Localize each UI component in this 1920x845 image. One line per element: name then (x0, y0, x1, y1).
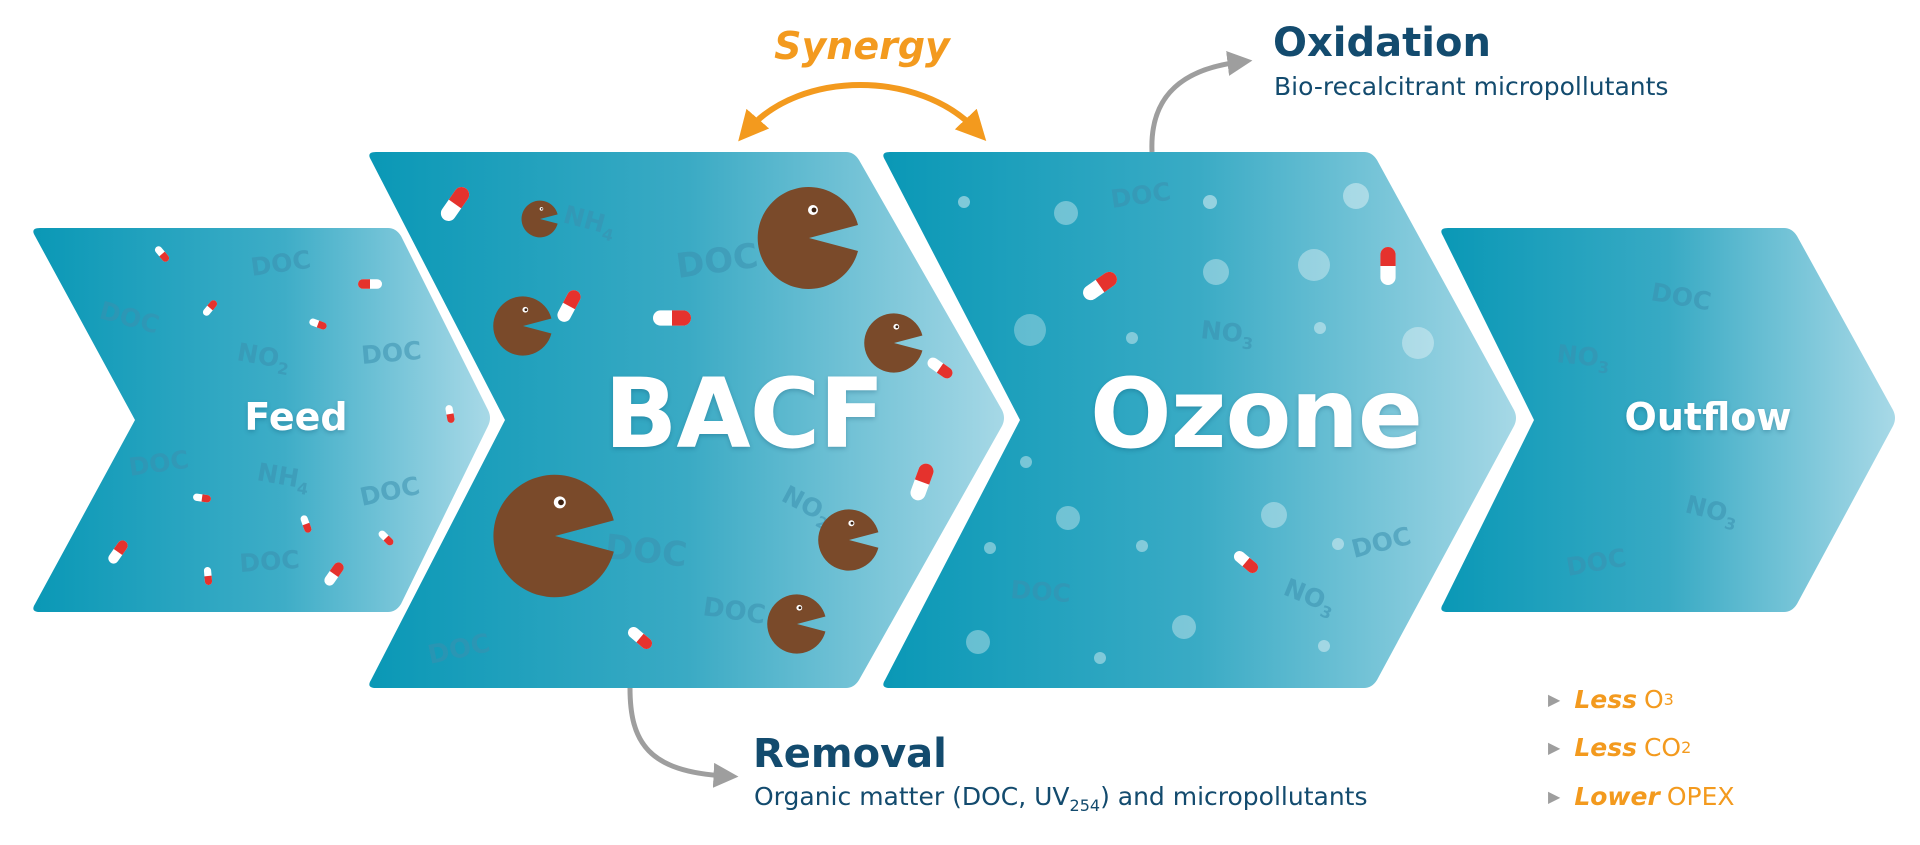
stage-label-ozone: Ozone (1090, 358, 1423, 470)
bubble-icon (1318, 640, 1330, 652)
stage-label-feed: Feed (244, 395, 348, 439)
stage-label-bacf: BACF (604, 358, 884, 470)
synergy-label: Synergy (774, 24, 950, 68)
outflow-arrow (1441, 228, 1895, 612)
doc-label: DOC (238, 545, 300, 578)
bubble-icon (1332, 538, 1344, 550)
bubble-icon (984, 542, 996, 554)
bubble-icon (1136, 540, 1148, 552)
bubble-icon (1054, 201, 1078, 225)
bacf-chem-labels: DOC DOC DOC DOC NH4 NO2 (425, 200, 831, 671)
bubble-icon (966, 630, 990, 654)
ozone-arrow (883, 152, 1516, 688)
bubble-icon (1402, 327, 1434, 359)
bullet-triangle-icon: ▶ (1548, 787, 1561, 806)
bubble-icon (1203, 195, 1217, 209)
stage-label-outflow: Outflow (1624, 395, 1792, 439)
bubble-icon (1298, 249, 1330, 281)
bubble-icon (1203, 259, 1229, 285)
nh4-label: NH4 (254, 457, 312, 499)
doc-label: DOC (603, 527, 689, 575)
removal-connector-arrow (627, 687, 739, 788)
bubble-icon (1314, 322, 1326, 334)
oxidation-connector-arrow (1149, 51, 1253, 153)
oxidation-title: Oxidation (1273, 20, 1491, 66)
no3-label: NO3 (1199, 315, 1255, 353)
synergy-double-arrow (738, 82, 987, 142)
bubble-icon (1126, 332, 1138, 344)
bubble-icon (958, 196, 970, 208)
pill-icon (1380, 247, 1396, 285)
ozone-bubbles (958, 183, 1434, 664)
removal-subtitle: Organic matter (DOC, UV254) and micropol… (754, 782, 1368, 815)
oxidation-subtitle: Bio-recalcitrant micropollutants (1274, 72, 1669, 101)
pill-icon (653, 310, 691, 326)
removal-title: Removal (753, 731, 947, 777)
feed-arrow (33, 228, 490, 612)
no3-label: NO3 (1555, 339, 1611, 377)
no2-label: NO2 (234, 337, 292, 379)
bubble-icon (1094, 652, 1106, 664)
bubble-icon (1261, 502, 1287, 528)
doc-label: DOC (360, 336, 423, 370)
bullet-triangle-icon: ▶ (1548, 690, 1561, 709)
bubble-icon (1056, 506, 1080, 530)
bubble-icon (1343, 183, 1369, 209)
bubble-icon (1020, 456, 1032, 468)
bubble-icon (1172, 615, 1196, 639)
bubble-icon (1014, 314, 1046, 346)
doc-label: DOC (1010, 575, 1072, 608)
bullet-triangle-icon: ▶ (1548, 738, 1561, 757)
